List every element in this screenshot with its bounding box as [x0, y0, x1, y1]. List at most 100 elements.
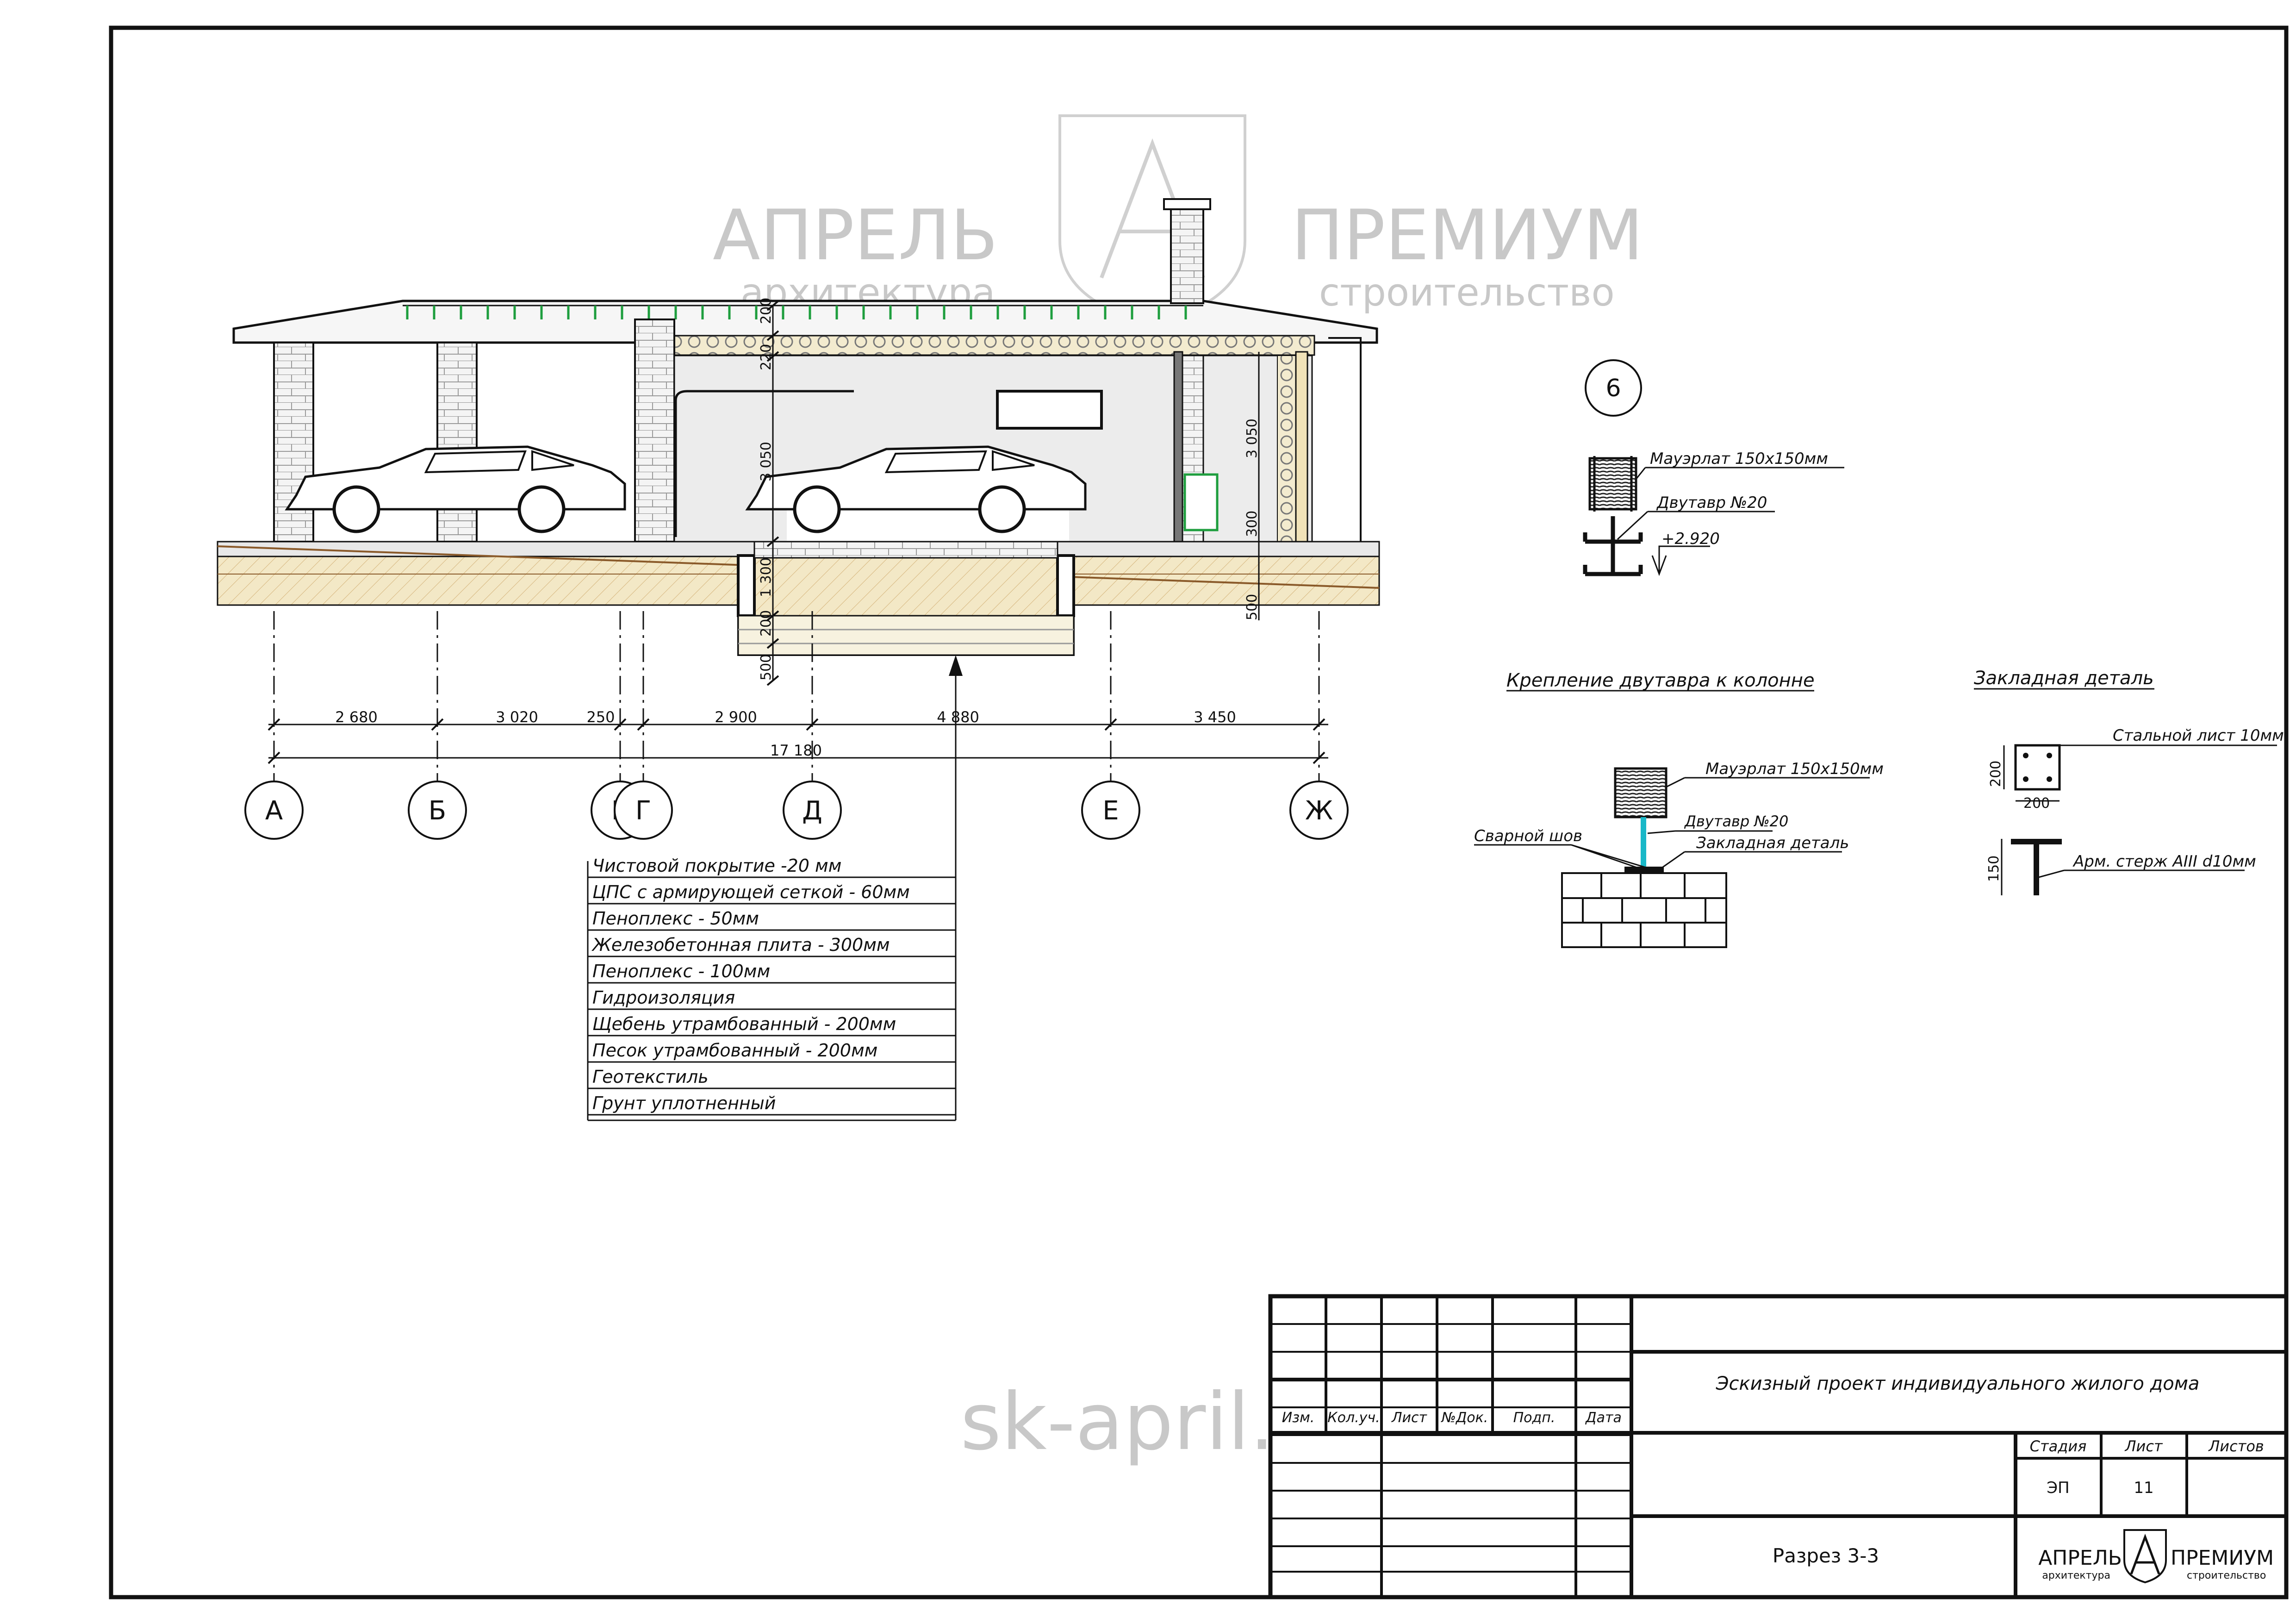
detail-embed: Закладная деталь 200 200 Стальной лист 1…: [1974, 668, 2284, 895]
dim-label: 250: [586, 708, 615, 726]
layers-table: Чистовой покрытие -20 мм ЦПС с армирующей…: [587, 856, 956, 1121]
stamp-stage-label: Стадия: [2030, 1437, 2087, 1455]
dim-tick: [431, 718, 444, 731]
axis-bubble: Г: [614, 781, 673, 840]
i-beam-icon: [1583, 516, 1643, 576]
dim-total-label: 17 180: [770, 742, 822, 759]
roof: [232, 300, 1378, 344]
stamp-header: №Док.: [1441, 1410, 1488, 1426]
stamp-header: Изм.: [1282, 1410, 1315, 1426]
dim-label: 2 900: [715, 708, 757, 726]
logo-letter-icon: [2130, 1533, 2160, 1574]
layer-item: Железобетонная плита - 300мм: [591, 935, 890, 955]
column-b: [436, 342, 478, 543]
window: [996, 390, 1103, 430]
vdim-label: 200: [758, 298, 774, 324]
roof-clips: [406, 306, 1187, 319]
embed-plate: [1624, 867, 1664, 873]
logo-left: АПРЕЛЬ: [2038, 1546, 2122, 1570]
vdim-tick: [766, 330, 779, 341]
detail-fix-title: Крепление двутавра к колонне: [1506, 670, 1815, 691]
rdim-label: 500: [1244, 594, 1260, 620]
vdim-tick: [766, 351, 779, 362]
stamp-sheets-label: Листов: [2208, 1437, 2264, 1455]
brick-column: [1561, 872, 1727, 948]
fix-beam: Двутавр №20: [1684, 812, 1788, 830]
axis-label: Б: [429, 796, 446, 826]
axis-bubble: Д: [783, 781, 842, 840]
stamp-drawing: Разрез 3-3: [1773, 1544, 1879, 1567]
garage-door: [674, 390, 854, 537]
dim-tick: [268, 718, 280, 731]
layer-item: Геотекстиль: [592, 1067, 709, 1087]
dim-label: 3 020: [496, 708, 538, 726]
boiler-icon: [1183, 473, 1219, 531]
wall-left: [634, 319, 675, 543]
vdim-label: 1 300: [758, 557, 774, 597]
watermark-left-word: АПРЕЛЬ: [713, 195, 998, 276]
dim-tick: [1104, 718, 1117, 731]
layer-item: Пеноплекс - 50мм: [592, 908, 759, 929]
axis-bubbles: АБВГДЕЖ: [244, 781, 1349, 840]
level-mark-icon: [1651, 545, 1710, 576]
title-block: Изм. Кол.уч. Лист №Док. Подп. Дата Эскиз…: [1268, 1294, 2289, 1599]
layer-item: ЦПС с армирующей сеткой - 60мм: [592, 882, 910, 902]
embed-plate-label: Стальной лист 10мм: [2113, 726, 2284, 745]
dim-tick: [614, 718, 627, 731]
ceiling-insulation: [647, 335, 1315, 356]
dim-label: 3 450: [1194, 708, 1236, 726]
vdim-tick: [766, 638, 779, 649]
dim-tick: [268, 751, 280, 764]
dim-tick: [637, 718, 650, 731]
vdim-label: 220: [758, 344, 774, 370]
detail-fixing: Крепление двутавра к колонне Мауэрлат 15…: [1474, 670, 1884, 948]
embed-rod-label: Арм. стерж AIII d10мм: [2072, 852, 2256, 871]
stamp-stage: ЭП: [2047, 1479, 2069, 1497]
embed-dim-h: 200: [1988, 761, 2004, 787]
vdim-tick: [766, 300, 779, 311]
detail6-beam: Двутавр №20: [1656, 493, 1767, 512]
fix-mauerlat: Мауэрлат 150х150мм: [1705, 760, 1884, 778]
layer-item: Чистовой покрытие -20 мм: [592, 856, 841, 876]
embed-dim-rod: 150: [1986, 856, 2002, 882]
logo-shield-icon: [2123, 1529, 2167, 1584]
vdim-tick: [766, 610, 779, 621]
vdim-label: 200: [758, 610, 774, 637]
fix-embed: Закладная деталь: [1696, 834, 1849, 852]
dim-label: 4 880: [937, 708, 979, 726]
stamp-header: Подп.: [1513, 1410, 1556, 1426]
embed-rod: [2034, 844, 2039, 895]
logo-left-sub: архитектура: [2042, 1570, 2110, 1581]
gutter: [1328, 337, 1362, 546]
fix-weld: Сварной шов: [1474, 827, 1582, 845]
layer-item: Пеноплекс - 100мм: [592, 961, 770, 981]
car-icon: [285, 445, 626, 533]
detail-number: 6: [1605, 375, 1621, 402]
axis-bubble: Б: [408, 781, 467, 840]
inner-post: [1173, 351, 1183, 543]
detail6-level: +2.920: [1661, 530, 1720, 548]
stamp-project: Эскизный проект индивидуального жилого д…: [1716, 1373, 2200, 1394]
vdim-tick: [766, 675, 779, 686]
embed-plate-section: [2011, 839, 2062, 844]
mauerlat-icon: [1614, 767, 1668, 818]
axis-lines: [273, 611, 1320, 782]
embed-plate-plan: [2014, 744, 2061, 791]
dim-tick: [1313, 718, 1325, 731]
vdim-label: 500: [758, 654, 774, 681]
section-drawing: 200 220 3 050 1 300 200 500 3 050 300 50…: [217, 198, 1380, 1121]
mauerlat-icon: [1588, 457, 1637, 511]
logo-right: ПРЕМИУМ: [2171, 1546, 2274, 1570]
stamp-sheet-label: Лист: [2124, 1437, 2163, 1455]
axis-bubble: Ж: [1289, 781, 1349, 840]
rdim-label: 300: [1244, 511, 1260, 537]
vdim-label: 3 050: [758, 442, 774, 481]
stamp-header: Кол.уч.: [1327, 1410, 1380, 1426]
detail-6: 6 Мауэрлат 150х150мм Двутавр №20 +2.920: [1583, 359, 1844, 576]
axis-label: А: [265, 796, 283, 826]
stamp-sheet: 11: [2134, 1479, 2153, 1497]
detail-number-bubble: [1585, 359, 1642, 417]
detail-embed-title: Закладная деталь: [1974, 668, 2154, 689]
stamp-header: Лист: [1391, 1410, 1428, 1426]
